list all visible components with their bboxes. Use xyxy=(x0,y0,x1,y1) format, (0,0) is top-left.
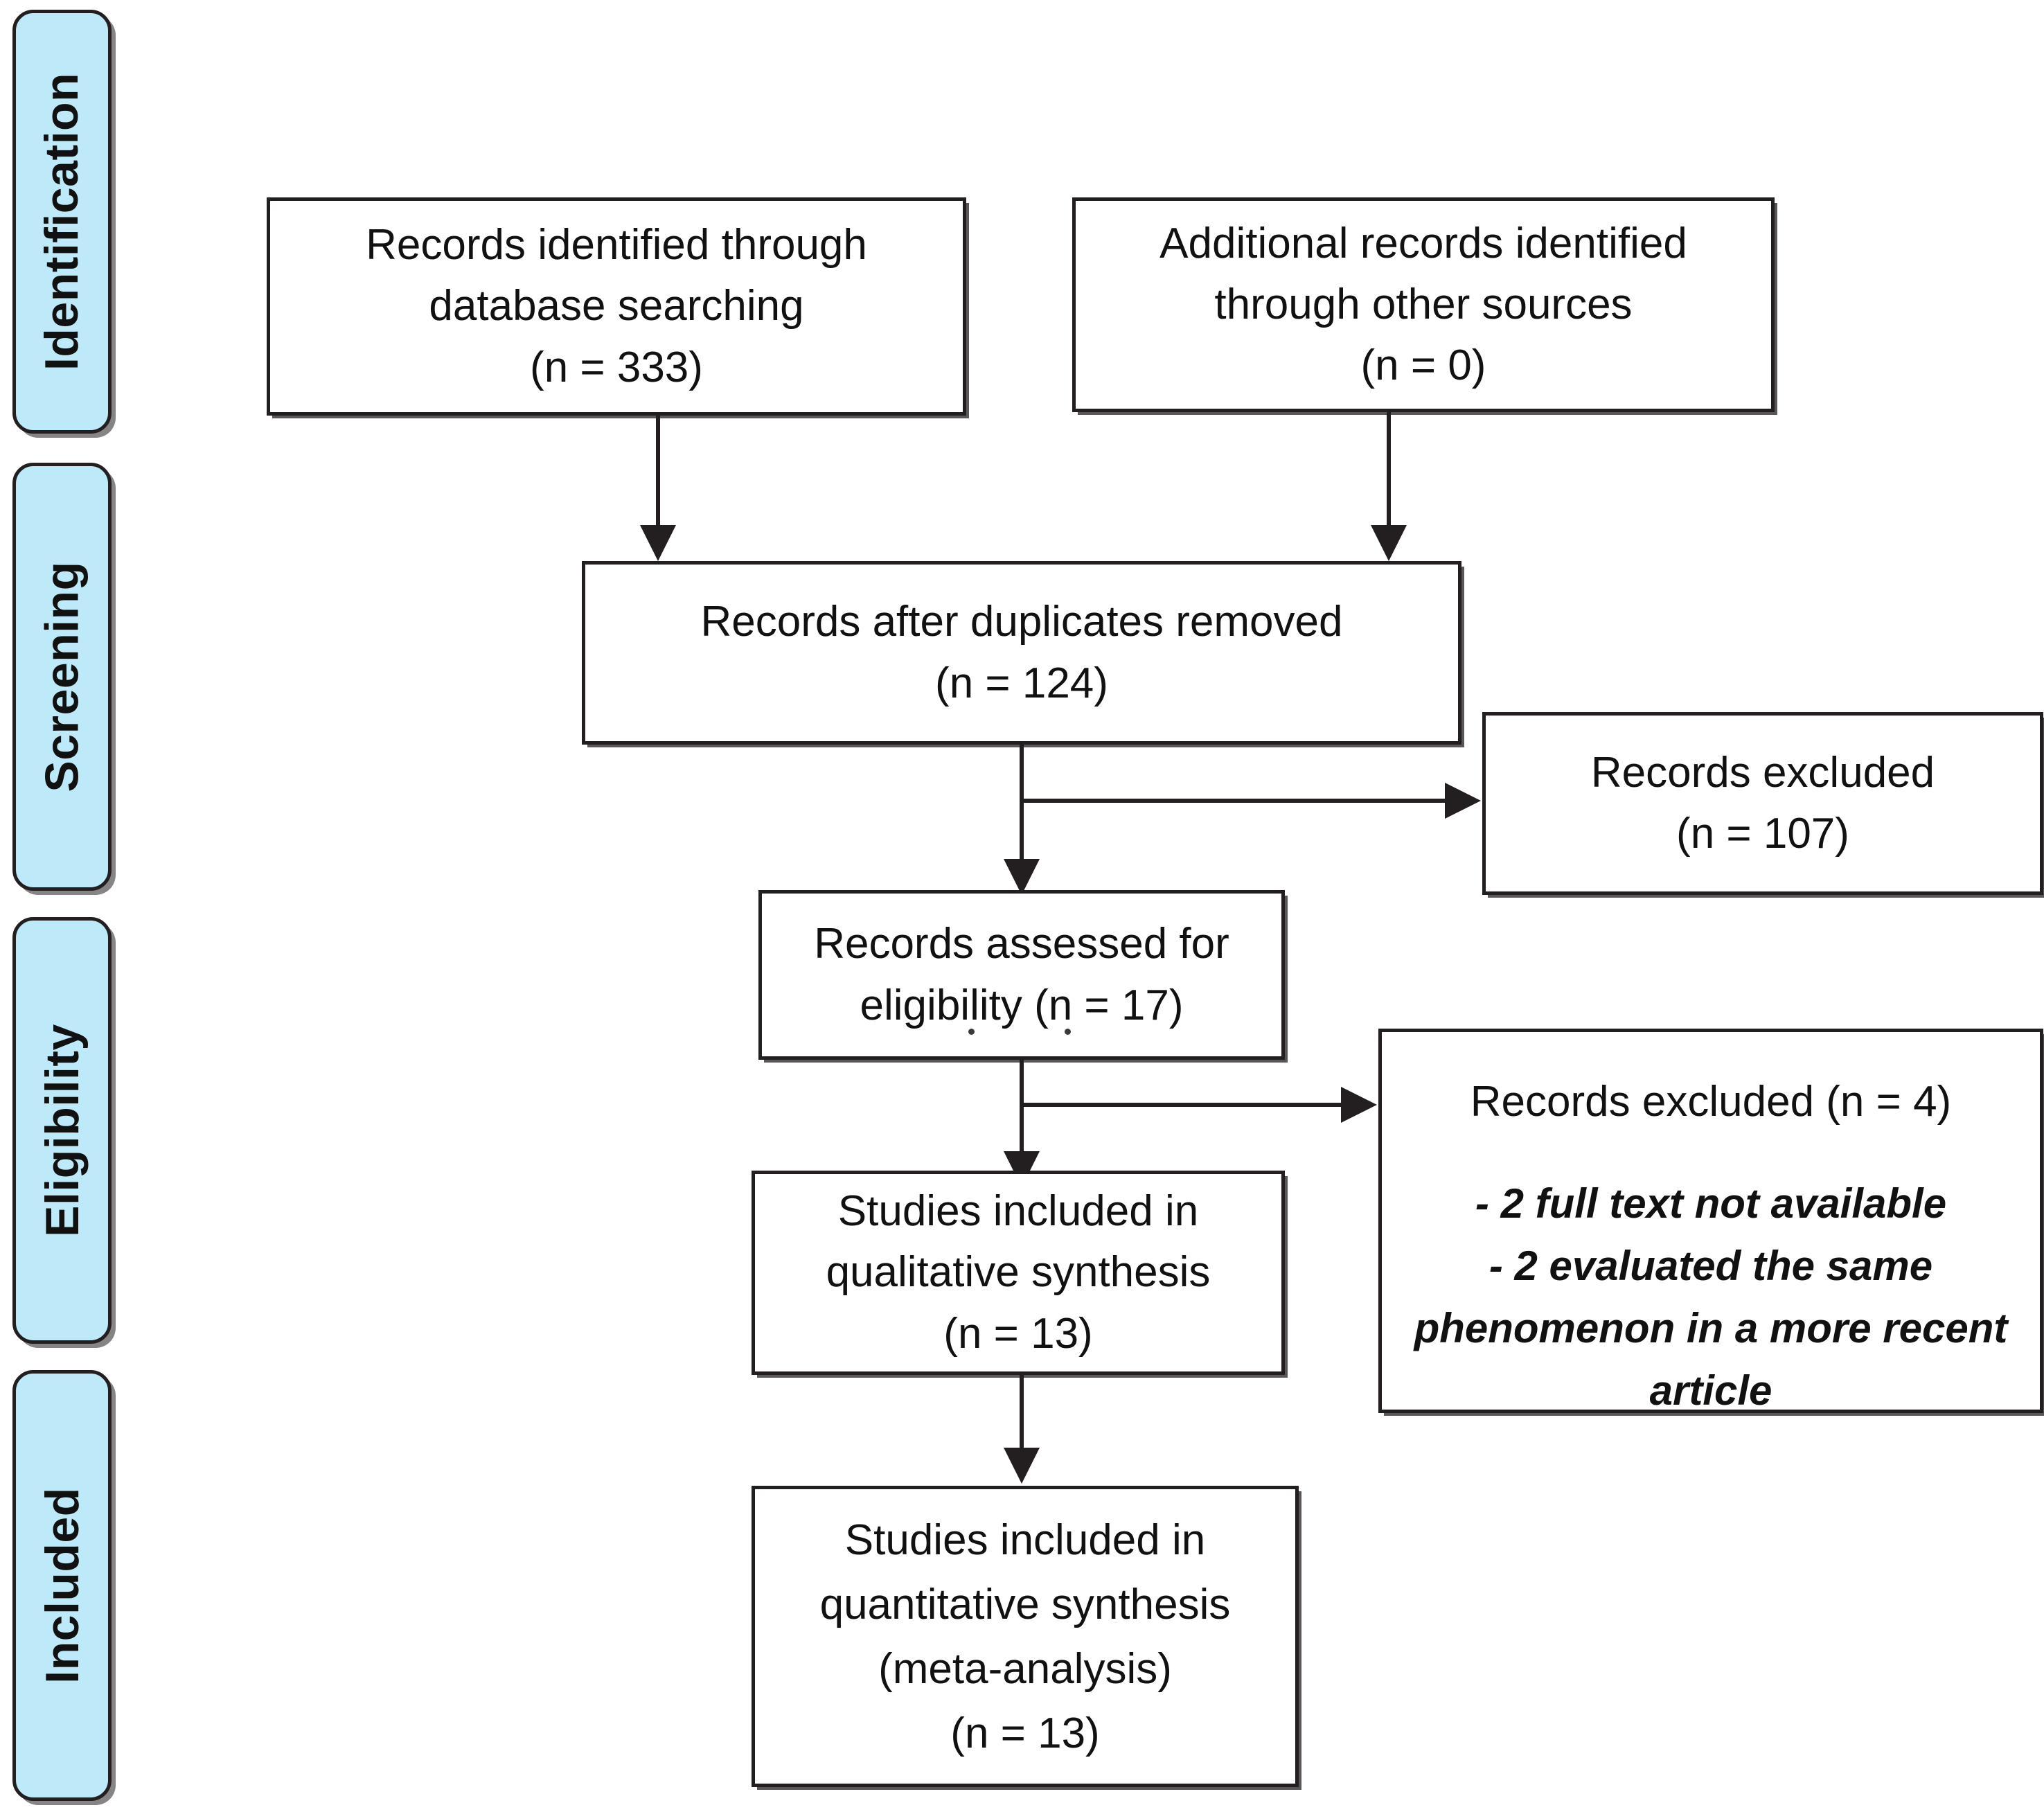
arrowhead-qualitative-to-quantitative xyxy=(1004,1448,1040,1484)
box-line: Records excluded xyxy=(1590,748,1935,797)
box-line: Studies included in xyxy=(844,1516,1206,1564)
connector-other-sources-to-duplicates xyxy=(1387,412,1391,526)
box-line: (meta-analysis) xyxy=(878,1644,1172,1693)
stage-included-label: Included xyxy=(35,1487,89,1684)
box-line: eligibility (n = 17) xyxy=(860,981,1184,1029)
box-line: (n = 0) xyxy=(1360,341,1486,390)
box-line: (n = 333) xyxy=(530,343,703,391)
artifact-dot-right xyxy=(1065,1029,1071,1035)
box-line: through other sources xyxy=(1214,280,1633,328)
arrowhead-duplicates-to-assessed xyxy=(1004,859,1040,895)
arrowhead-assessed-to-excluded-4 xyxy=(1341,1087,1377,1123)
box-additional-records-other-sources: Additional records identified through ot… xyxy=(1072,197,1775,412)
box-line: (n = 13) xyxy=(943,1309,1093,1358)
box-studies-qualitative-synthesis: Studies included in qualitative synthesi… xyxy=(752,1171,1285,1375)
stage-screening: Screening xyxy=(12,463,112,891)
box-records-identified-database: Records identified through database sear… xyxy=(267,197,966,416)
box-line: Records after duplicates removed xyxy=(700,598,1343,646)
stage-identification: Identification xyxy=(12,10,112,434)
connector-qualitative-to-quantitative xyxy=(1020,1375,1024,1451)
box-line: (n = 13) xyxy=(950,1709,1100,1757)
stage-screening-label: Screening xyxy=(35,561,89,792)
box-records-assessed-eligibility: Records assessed for eligibility (n = 17… xyxy=(758,890,1285,1060)
box-records-excluded-screening: Records excluded (n = 107) xyxy=(1482,712,2043,895)
exclusion-reason: - 2 evaluated the same phenomenon in a m… xyxy=(1414,1243,2008,1414)
connector-assessed-to-excluded-4 xyxy=(1020,1103,1345,1107)
box-line: (n = 124) xyxy=(935,659,1108,707)
box-line: Records assessed for xyxy=(814,920,1229,968)
exclusion-reasons-list: - 2 full text not available - 2 evaluate… xyxy=(1382,1173,2040,1422)
box-heading: Records excluded (n = 4) xyxy=(1470,1078,1952,1126)
connector-duplicates-trunk xyxy=(1020,745,1024,883)
connector-db-search-to-duplicates xyxy=(656,416,660,526)
box-line: Studies included in xyxy=(837,1187,1199,1236)
box-line: Records identified through xyxy=(366,221,867,269)
box-line: quantitative synthesis xyxy=(819,1580,1231,1628)
exclusion-reason: - 2 full text not available xyxy=(1475,1180,1947,1227)
connector-duplicates-to-excluded-107 xyxy=(1020,799,1449,803)
arrowhead-duplicates-to-excluded-107 xyxy=(1445,783,1481,819)
stage-included: Included xyxy=(12,1370,112,1801)
box-records-after-duplicates-removed: Records after duplicates removed (n = 12… xyxy=(582,561,1461,745)
box-line: qualitative synthesis xyxy=(826,1248,1211,1297)
box-line: Additional records identified xyxy=(1159,219,1687,267)
stage-eligibility-label: Eligibility xyxy=(35,1024,89,1237)
box-line: (n = 107) xyxy=(1676,810,1849,858)
arrowhead-db-search-to-duplicates xyxy=(640,525,676,561)
artifact-dot-left xyxy=(968,1029,975,1035)
stage-eligibility: Eligibility xyxy=(12,917,112,1344)
connector-assessed-trunk xyxy=(1020,1060,1024,1181)
box-line: database searching xyxy=(429,282,804,330)
box-studies-quantitative-synthesis: Studies included in quantitative synthes… xyxy=(752,1486,1299,1787)
stage-identification-label: Identification xyxy=(35,72,89,371)
arrowhead-other-sources-to-duplicates xyxy=(1371,525,1407,561)
box-records-excluded-eligibility: Records excluded (n = 4) - 2 full text n… xyxy=(1378,1029,2043,1414)
